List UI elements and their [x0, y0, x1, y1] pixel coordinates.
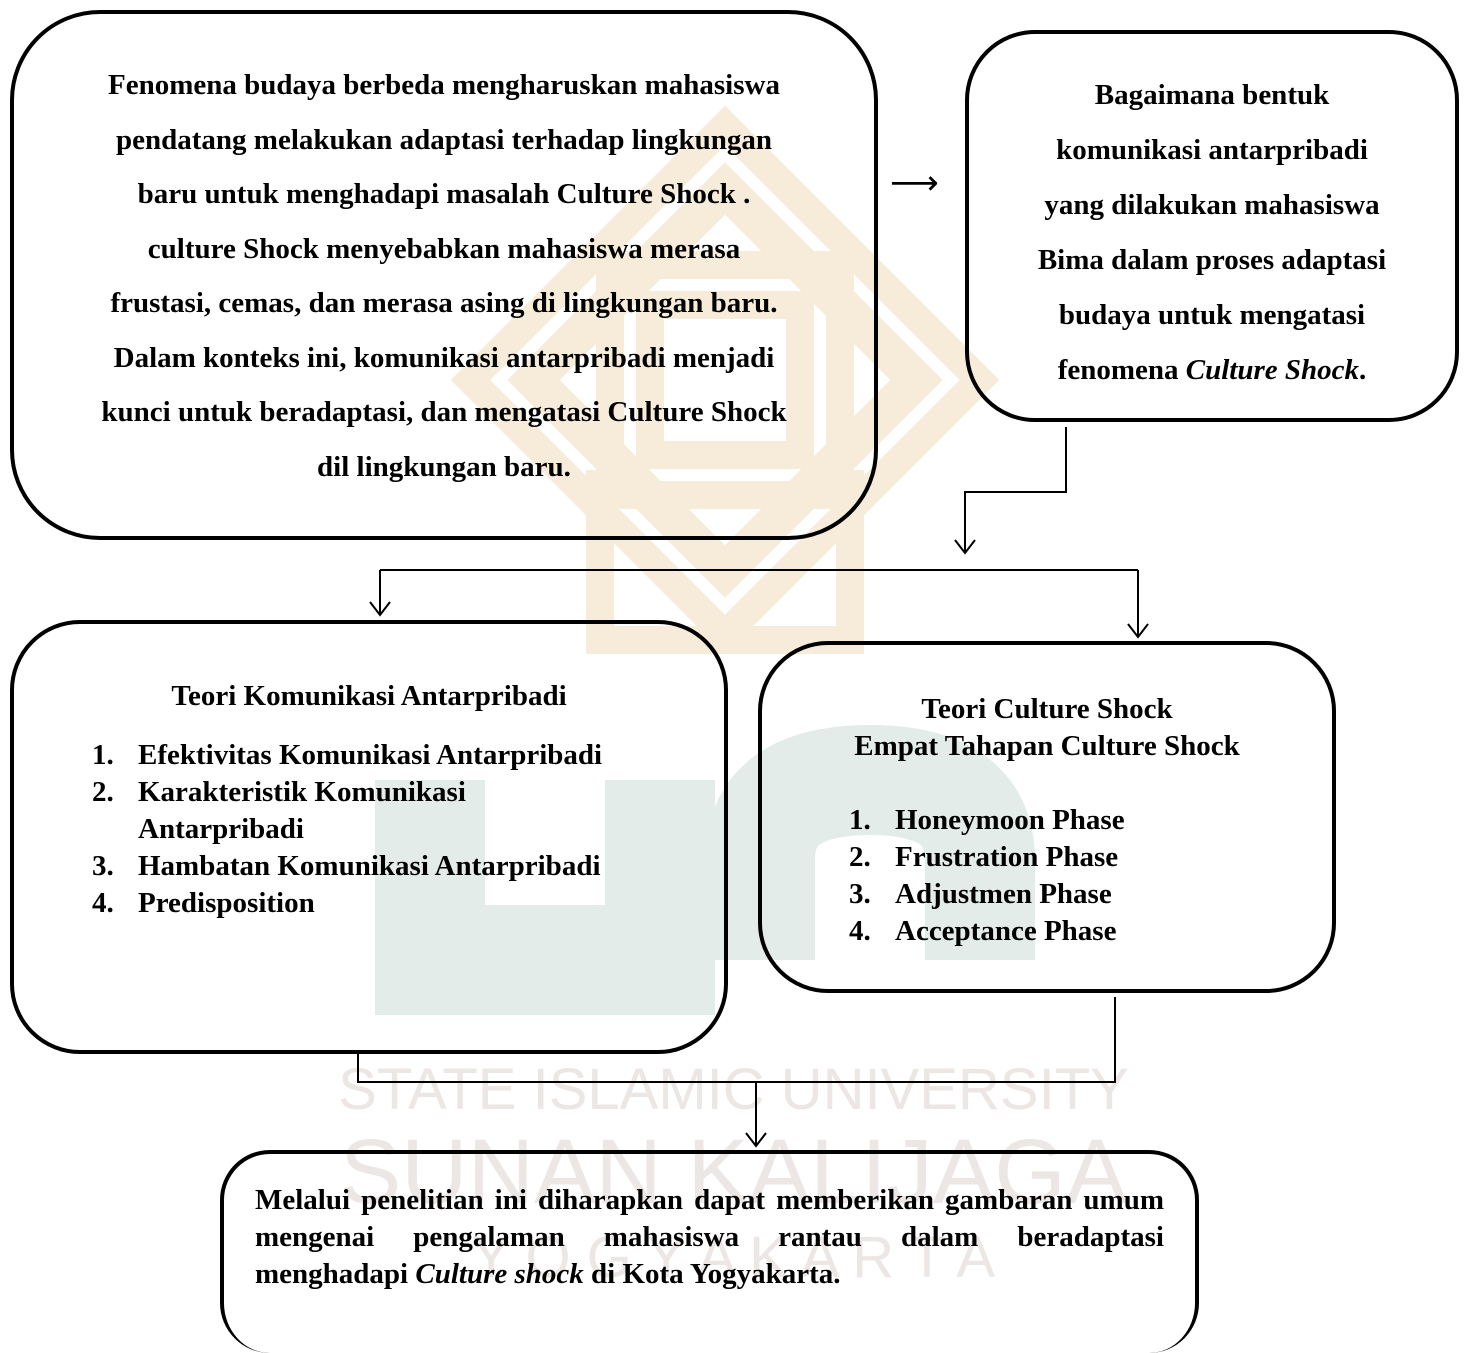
problem-statement-text: Fenomena budaya berbeda mengharuskan mah… — [54, 58, 834, 494]
research-question-text: Bagaimana bentuk komunikasi antarpribadi… — [989, 68, 1435, 398]
list-number: 2. — [849, 841, 871, 873]
problem-line: Dalam konteks ini, komunikasi antarpriba… — [113, 341, 775, 374]
conclusion-text: Melalui penelitian ini diharapkan dapat … — [255, 1182, 1164, 1293]
problem-line: baru untuk menghadapi masalah Culture Sh… — [137, 178, 751, 210]
list-number: 3. — [92, 850, 114, 882]
theory-right-title-line1: Teori Culture Shock — [921, 693, 1173, 725]
list-item: 3. Adjustmen Phase — [849, 876, 1309, 913]
question-last-italic: Culture Shock — [1185, 354, 1360, 386]
list-item: 4. Acceptance Phase — [849, 913, 1309, 950]
connector-question-to-split — [964, 427, 1067, 553]
list-item: 3. Hambatan Komunikasi Antarpribadi — [92, 848, 692, 885]
problem-line: frustasi, cemas, dan merasa asing di lin… — [110, 287, 778, 319]
list-label: Frustration Phase — [895, 841, 1119, 873]
research-question-box: Bagaimana bentuk komunikasi antarpribadi… — [965, 30, 1459, 422]
arrowhead-split — [954, 539, 976, 555]
question-line: budaya untuk mengatasi — [1058, 299, 1366, 331]
theory-right-title: Teori Culture Shock Empat Tahapan Cultur… — [762, 691, 1332, 765]
theory-left-list: 1. Efektivitas Komunikasi Antarpribadi 2.… — [92, 737, 692, 922]
interpersonal-communication-theory-box: Teori Komunikasi Antarpribadi 1. Efektivi… — [10, 620, 728, 1054]
list-label: Acceptance Phase — [895, 915, 1117, 947]
connector-left-theory-down — [357, 997, 1116, 1083]
list-number: 4. — [92, 887, 114, 919]
list-label: Honeymoon Phase — [895, 804, 1125, 836]
conclusion-box: Melalui penelitian ini diharapkan dapat … — [220, 1150, 1199, 1353]
list-item: 1. Efektivitas Komunikasi Antarpribadi — [92, 737, 692, 774]
list-label: Hambatan Komunikasi Antarpribadi — [138, 850, 601, 882]
list-number: 2. — [92, 776, 114, 808]
conclusion-text-after: di Kota Yogyakarta. — [583, 1258, 841, 1290]
watermark-text-university: STATE ISLAMIC UNIVERSITY — [338, 1057, 1129, 1122]
watermark-text-yogyakarta: Y O G Y A K A R T A — [471, 1225, 996, 1290]
arrow-right-icon: ⟶ — [890, 163, 939, 203]
conclusion-text-before: Melalui penelitian ini diharapkan dapat … — [255, 1184, 1164, 1290]
list-number: 3. — [849, 878, 871, 910]
list-number: 1. — [92, 739, 114, 771]
problem-line: dil lingkungan baru. — [317, 450, 571, 483]
question-last-suffix: . — [1359, 354, 1367, 386]
problem-line: culture Shock menyebabkan mahasiswa mera… — [147, 232, 741, 265]
arrowhead-conclusion — [745, 1132, 767, 1148]
question-last-prefix: fenomena — [1057, 354, 1186, 386]
problem-line: kunci untuk beradaptasi, dan mengatasi C… — [101, 396, 787, 428]
arrowhead-right-theory — [1127, 623, 1149, 639]
theory-right-title-line2: Empat Tahapan Culture Shock — [854, 730, 1240, 762]
theory-left-title: Teori Komunikasi Antarpribadi — [171, 680, 567, 712]
conclusion-text-italic: Culture shock — [415, 1258, 584, 1290]
question-line: Bima dalam proses adaptasi — [1037, 244, 1387, 276]
list-item: 2. Frustration Phase — [849, 839, 1309, 876]
list-label: Adjustmen Phase — [895, 878, 1112, 910]
problem-statement-box: Fenomena budaya berbeda mengharuskan mah… — [10, 10, 878, 540]
list-item: 4. Predisposition — [92, 885, 692, 922]
list-item: 1. Honeymoon Phase — [849, 802, 1309, 839]
problem-line: pendatang melakukan adaptasi terhadap li… — [116, 123, 772, 156]
arrowhead-left-theory — [369, 601, 391, 617]
question-line: komunikasi antarpribadi — [1056, 134, 1368, 166]
list-number: 4. — [849, 915, 871, 947]
list-number: 1. — [849, 804, 871, 836]
list-label: Efektivitas Komunikasi Antarpribadi — [138, 739, 603, 771]
theory-right-list: 1. Honeymoon Phase 2. Frustration Phase 3.… — [849, 802, 1309, 950]
list-label: Predisposition — [138, 887, 315, 919]
culture-shock-theory-box: Teori Culture Shock Empat Tahapan Cultur… — [758, 641, 1336, 993]
list-item: 2. Karakteristik Komunikasi Antarpribadi — [92, 774, 692, 848]
question-line-last: fenomena Culture Shock. — [989, 343, 1435, 398]
question-line: Bagaimana bentuk — [1094, 79, 1330, 111]
watermark-text-kalijaga: SUNAN KALIJAGA — [339, 1121, 1128, 1223]
question-line: yang dilakukan mahasiswa — [1044, 189, 1380, 221]
list-label: Karakteristik Komunikasi Antarpribadi — [138, 776, 466, 845]
problem-line: Fenomena budaya berbeda mengharuskan mah… — [108, 69, 780, 101]
